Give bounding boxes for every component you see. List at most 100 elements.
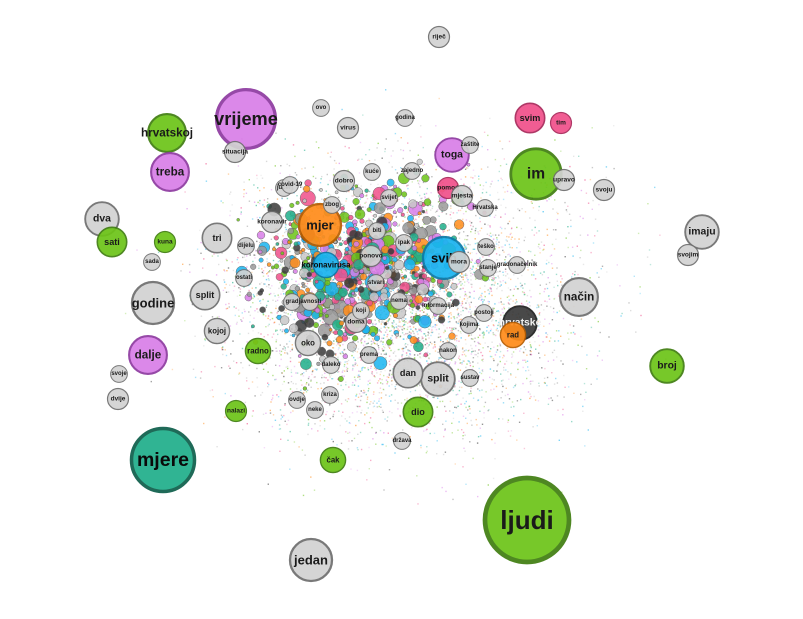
edge-speck [275, 305, 277, 307]
edge-speck [353, 437, 356, 440]
edge-speck [465, 343, 467, 345]
edge-speck [385, 379, 388, 381]
edge-speck [283, 215, 285, 217]
edge-speck [501, 308, 503, 310]
edge-speck [275, 316, 278, 319]
edge-speck [448, 318, 450, 320]
edge-speck [284, 231, 286, 234]
edge-speck [471, 347, 473, 350]
edge-speck [550, 196, 552, 198]
edge-speck [277, 333, 279, 336]
edge-speck [365, 343, 367, 345]
edge-speck [493, 324, 495, 327]
edge-speck [476, 242, 478, 244]
edge-speck [259, 199, 261, 202]
edge-speck [543, 248, 545, 251]
edge-speck [537, 304, 540, 306]
edge-speck [405, 310, 407, 312]
edge-speck [278, 296, 280, 298]
edge-speck [256, 216, 258, 219]
edge-speck [284, 347, 286, 349]
edge-speck [381, 348, 383, 350]
edge-speck [372, 324, 374, 326]
edge-speck [458, 319, 460, 322]
edge-speck [333, 410, 336, 413]
edge-speck [263, 336, 265, 338]
edge-speck [337, 356, 339, 358]
edge-speck [238, 373, 240, 375]
edge-speck [255, 287, 257, 289]
edge-speck [283, 345, 285, 348]
edge-speck [449, 362, 451, 364]
edge-speck [547, 277, 549, 279]
edge-speck [472, 350, 474, 352]
edge-speck [427, 301, 429, 303]
edge-speck [269, 319, 271, 321]
edge-speck [493, 346, 495, 348]
edge-speck [428, 358, 430, 360]
edge-speck [464, 246, 466, 248]
edge-speck [340, 353, 342, 355]
edge-speck [491, 383, 493, 385]
edge-speck [425, 209, 428, 211]
edge-speck [557, 340, 560, 342]
edge-speck [474, 175, 476, 177]
edge-speck [419, 186, 421, 188]
edge-speck [556, 280, 558, 282]
edge-speck [436, 324, 438, 326]
edge-speck [346, 367, 349, 370]
edge-speck [262, 204, 264, 206]
edge-speck [278, 240, 280, 243]
edge-speck [380, 340, 382, 342]
edge-speck [267, 317, 269, 320]
edge-speck [546, 376, 549, 379]
edge-speck [510, 373, 512, 375]
edge-speck [454, 220, 456, 222]
edge-speck [245, 259, 247, 261]
edge-speck [538, 313, 540, 315]
edge-speck [363, 224, 365, 226]
edge-speck [401, 271, 403, 273]
edge-speck [261, 268, 263, 270]
edge-speck [381, 337, 383, 340]
edge-speck [278, 267, 281, 270]
edge-speck [357, 449, 359, 451]
edge-speck [455, 277, 457, 279]
edge-speck [495, 271, 497, 274]
edge-speck [345, 191, 348, 193]
edge-speck [300, 186, 302, 188]
edge-speck [472, 273, 474, 276]
edge-speck [538, 314, 541, 316]
edge-speck [523, 412, 525, 414]
edge-speck [443, 435, 445, 438]
edge-speck [220, 367, 223, 369]
edge-speck [375, 369, 377, 371]
edge-speck [221, 252, 223, 254]
edge-speck [251, 381, 254, 383]
edge-speck [232, 340, 234, 342]
edge-speck [525, 300, 528, 302]
edge-speck [460, 403, 462, 405]
edge-speck [545, 332, 547, 334]
edge-speck [465, 400, 467, 403]
edge-speck [372, 218, 375, 220]
edge-speck [284, 352, 286, 354]
edge-speck [529, 397, 531, 400]
edge-speck [546, 333, 549, 336]
edge-speck [285, 228, 287, 231]
edge-speck [460, 288, 462, 290]
edge-speck [275, 300, 277, 302]
edge-speck [482, 302, 484, 304]
edge-speck [295, 174, 298, 176]
edge-speck [554, 139, 556, 141]
edge-speck [558, 295, 560, 297]
edge-speck [270, 401, 272, 403]
edge-speck [572, 325, 575, 327]
edge-speck [260, 394, 262, 396]
edge-speck [386, 320, 388, 322]
edge-speck [315, 177, 317, 179]
edge-speck [272, 236, 275, 238]
edge-speck [280, 293, 282, 295]
edge-speck [347, 398, 349, 400]
edge-speck [380, 371, 382, 373]
